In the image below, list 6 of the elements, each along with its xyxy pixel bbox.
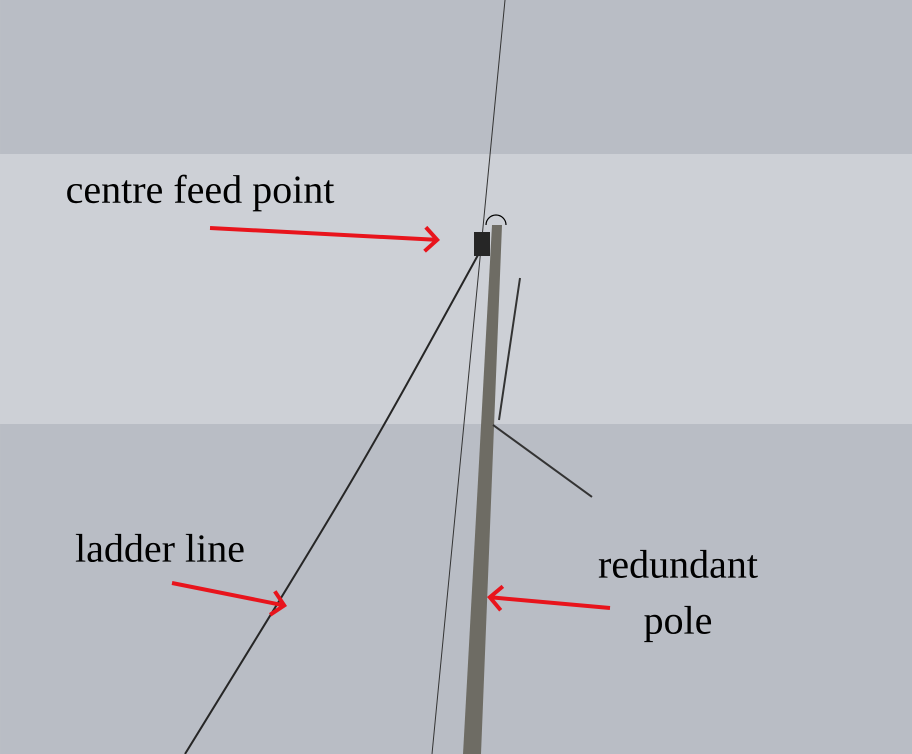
callout-label: ladder line — [76, 534, 244, 562]
leader-arrow — [487, 584, 610, 612]
callout-label: redundant pole — [598, 550, 758, 642]
leader-arrow — [172, 581, 287, 616]
callout-label: centre feed point — [67, 174, 334, 212]
leader-arrow — [210, 226, 440, 253]
